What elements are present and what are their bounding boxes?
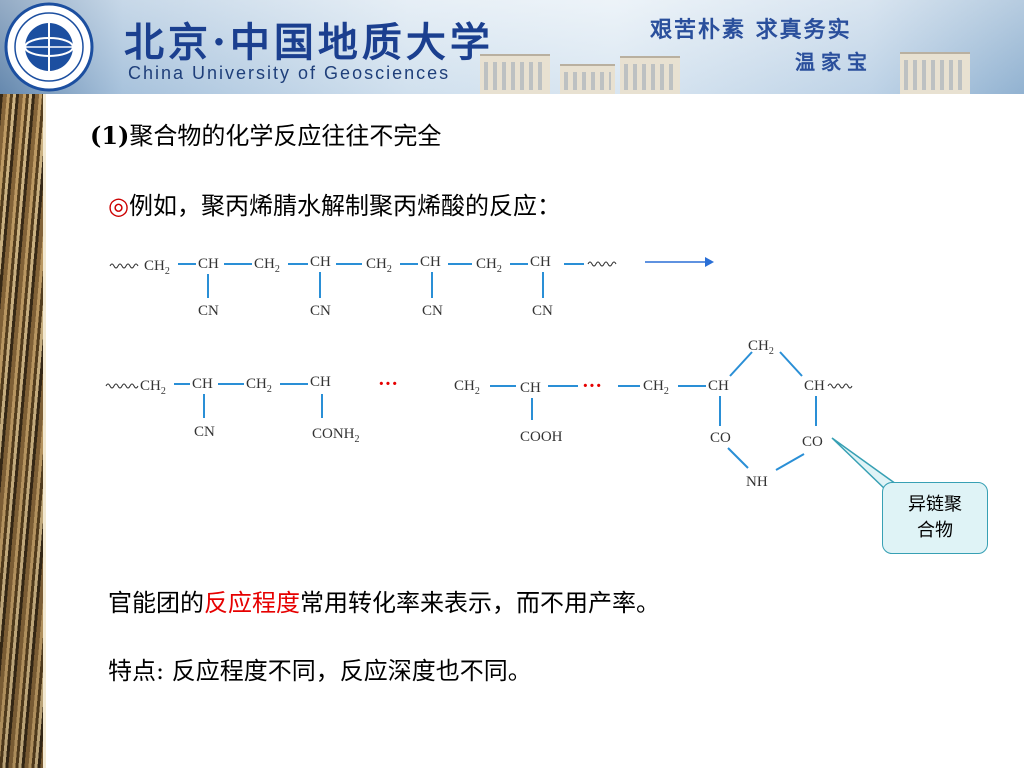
reaction-diagram: CH2 CH CN CH2 CH CN CH2 CH CN CH2 CH CN … [105, 254, 898, 494]
bond [775, 453, 805, 471]
r2-ch: CH [708, 378, 729, 394]
header-banner: 北京·中国地质大学 China University of Geoscience… [0, 0, 1024, 94]
university-name-english: China University of Geosciences [128, 63, 451, 83]
motto-signature: 温家宝 [795, 50, 873, 74]
callout-bubble: 异链聚 合物 [882, 482, 988, 554]
bond [729, 351, 753, 377]
chain-end-wavy [105, 383, 139, 389]
r1-ch: CH [530, 254, 551, 270]
r1-ch2: CH2 [366, 256, 392, 275]
para1-highlight: 反应程度 [204, 589, 300, 617]
ring-co: CO [802, 434, 823, 450]
banner-building [900, 52, 970, 94]
callout-line: 异链聚 [908, 494, 962, 515]
r2-ch2: CH2 [454, 378, 480, 397]
heading-number: (1) [90, 121, 130, 150]
banner-building [560, 64, 615, 94]
r1-ch2: CH2 [254, 256, 280, 275]
chain-end-wavy [587, 261, 617, 267]
r2-ch: CH [520, 380, 541, 396]
bullet-icon: ◎ [108, 192, 129, 220]
section-heading: (1)聚合物的化学反应往往不完全 [90, 116, 441, 151]
example-text: 例如，聚丙烯腈水解制聚丙烯酸的反应： [128, 192, 561, 220]
r2-ch2: CH2 [246, 376, 272, 395]
chain-end-wavy [827, 383, 853, 389]
reaction-arrowhead [705, 257, 714, 267]
banner-building [620, 56, 680, 94]
left-decorative-strip [0, 94, 46, 768]
r2-ch2: CH2 [643, 378, 669, 397]
r1-cn: CN [198, 303, 219, 319]
chain-ellipsis: ··· [582, 375, 602, 397]
callout-line: 合物 [917, 520, 953, 541]
banner-building [480, 54, 550, 94]
r1-ch2: CH2 [144, 258, 170, 277]
r2-cn: CN [194, 424, 215, 440]
para1-after: 常用转化率来表示，而不用产率。 [300, 589, 660, 617]
chain-ellipsis: ··· [378, 373, 398, 395]
ring-co: CO [710, 430, 731, 446]
bond [727, 447, 749, 469]
r1-ch: CH [310, 254, 331, 270]
r1-ch: CH [198, 256, 219, 272]
r2-cooh: COOH [520, 429, 563, 445]
para1-before: 官能团的 [108, 589, 204, 617]
example-line: ◎例如，聚丙烯腈水解制聚丙烯酸的反应： [108, 186, 561, 221]
r1-ch2: CH2 [476, 256, 502, 275]
university-seal-icon [4, 2, 94, 92]
feature-paragraph: 特点: 反应程度不同，反应深度也不同。 [108, 657, 532, 685]
ring-nh: NH [746, 474, 768, 490]
motto-text: 艰苦朴素 求真务实 [650, 17, 852, 43]
r2-ch2: CH2 [140, 378, 166, 397]
heading-text: 聚合物的化学反应往往不完全 [129, 122, 442, 150]
r1-cn: CN [422, 303, 443, 319]
r2-conh2: CONH2 [312, 426, 360, 445]
r1-cn: CN [310, 303, 331, 319]
r1-ch: CH [420, 254, 441, 270]
ring-ch2: CH2 [748, 338, 774, 357]
r1-cn: CN [532, 303, 553, 319]
university-name-chinese: 北京·中国地质大学 [124, 19, 494, 66]
conversion-paragraph: 官能团的反应程度常用转化率来表示，而不用产率。 [108, 583, 660, 618]
chain-end-wavy [109, 263, 139, 269]
r2-ch: CH [310, 374, 331, 390]
r2-ch: CH [192, 376, 213, 392]
ring-ch: CH [804, 378, 825, 394]
bond [779, 351, 803, 377]
